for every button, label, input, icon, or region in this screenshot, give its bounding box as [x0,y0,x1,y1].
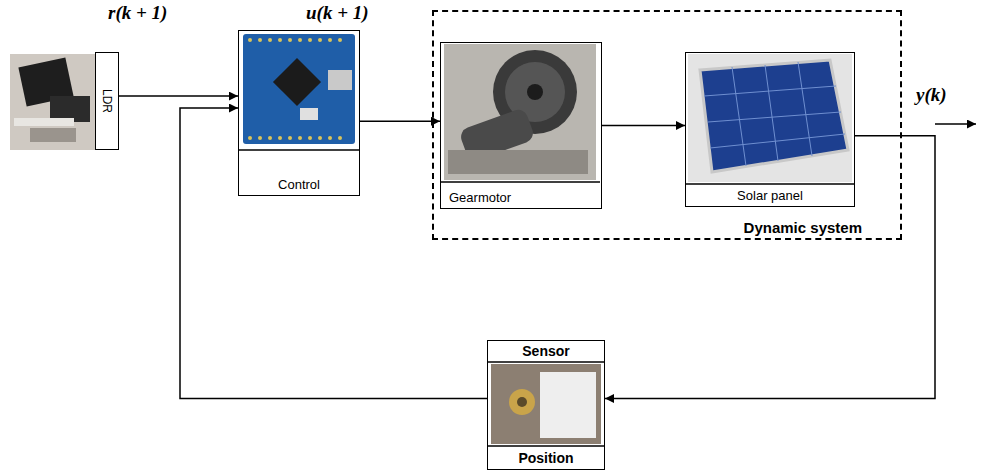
sensor-box: SensorPosition [487,340,605,470]
signal-connector [119,95,238,97]
arduino-board [238,34,360,150]
signal-connector [602,125,685,127]
solar-panel-photo [685,54,855,184]
gearmotor-box: Gearmotor [440,42,602,209]
node-label: Position [518,450,573,466]
signal-connector [360,121,440,123]
signal-label: r(k + 1) [108,2,167,24]
output-wire [935,123,976,125]
node-label: Control [278,177,320,192]
node-label: LDR [100,89,114,113]
ldr-box: LDR [95,52,119,150]
signal-label: y(k) [916,84,947,106]
solar-panel-box: Solar panel [685,52,855,207]
gearmotor-photo [440,44,600,182]
controller-box: Control [238,30,360,196]
signal-connector [605,136,935,399]
node-label: Gearmotor [449,190,511,205]
system-group: Dynamic system Gearmotor Solar panel [432,10,902,240]
node-label: Solar panel [737,188,803,203]
signal-label: u(k + 1) [306,2,369,24]
node-label: Sensor [522,343,569,359]
sensor-photo [487,362,605,446]
group-title: Dynamic system [744,219,862,236]
ldr-photo [10,54,96,150]
